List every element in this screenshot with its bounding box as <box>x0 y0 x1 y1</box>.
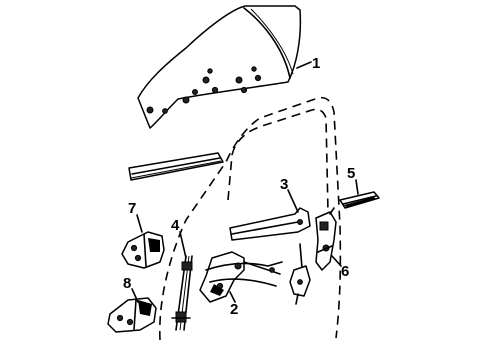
leader-5 <box>355 179 359 195</box>
door-lock-assembly <box>315 207 337 271</box>
upper-door-hinge <box>121 231 165 269</box>
leader-3 <box>287 189 299 213</box>
callout-7: 7 <box>128 200 136 217</box>
callout-3: 3 <box>280 176 288 193</box>
leader-8 <box>131 288 139 303</box>
lock-rod-actuator <box>289 243 311 305</box>
leader-7 <box>136 214 143 233</box>
window-regulator <box>199 251 283 303</box>
glass-mounting-holes <box>146 66 262 114</box>
door-glass <box>137 5 302 129</box>
callout-5: 5 <box>347 165 355 182</box>
lower-door-hinge <box>107 297 157 333</box>
outside-door-handle <box>339 191 380 209</box>
leader-4 <box>179 231 187 259</box>
inner-weatherstrip <box>229 207 311 241</box>
callout-8: 8 <box>123 275 131 292</box>
callout-1: 1 <box>312 55 320 72</box>
leader-6 <box>331 255 342 267</box>
callout-2: 2 <box>230 301 238 318</box>
callout-4: 4 <box>171 217 180 234</box>
leader-1 <box>296 61 312 69</box>
door-shell-outline <box>158 96 342 341</box>
belt-weatherstrip-outer <box>128 152 224 181</box>
leader-2 <box>229 291 236 303</box>
run-channel <box>171 255 193 331</box>
callout-6: 6 <box>341 263 349 280</box>
